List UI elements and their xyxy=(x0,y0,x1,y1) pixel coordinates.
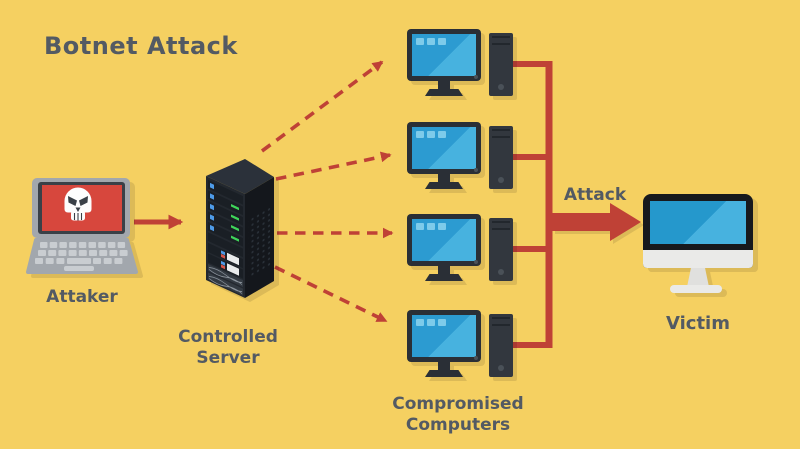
server-cable-rows xyxy=(208,263,243,296)
server-rack-icon xyxy=(206,159,274,298)
page-title: Botnet Attack xyxy=(44,32,238,60)
window-icon xyxy=(416,319,424,326)
victim-computer-icon xyxy=(643,194,753,294)
dashed-arrow-server-to-computer-4 xyxy=(274,265,388,323)
monitor-stand-neck xyxy=(438,174,450,182)
monitor-stand-base xyxy=(425,89,463,96)
monitor-stand-neck xyxy=(438,266,450,274)
monitor-stand-base xyxy=(425,274,463,281)
dashed-arrow-server-to-computer-1 xyxy=(260,60,384,153)
attacker-label: Attaker xyxy=(46,287,118,307)
server-label-line1: Controlled xyxy=(178,327,278,347)
power-led xyxy=(474,75,478,79)
dashed-arrow-server-to-computer-2 xyxy=(275,151,392,181)
attack-arrow-label: Attack xyxy=(563,185,627,205)
laptop-keyboard xyxy=(26,238,138,274)
laptop-skull-icon xyxy=(26,178,138,274)
victim-label: Victim xyxy=(666,313,730,334)
power-led xyxy=(474,356,478,360)
server-label-line2: Server xyxy=(196,347,260,368)
compromised-computer-1 xyxy=(405,29,517,99)
window-icon xyxy=(438,38,446,45)
window-icon xyxy=(438,131,446,138)
attack-arrow xyxy=(552,203,641,241)
monitor-stand-neck xyxy=(438,81,450,89)
window-icon xyxy=(427,131,435,138)
window-icon xyxy=(416,38,424,45)
compromised-label-line1: Compromised xyxy=(392,394,524,414)
power-led xyxy=(474,260,478,264)
window-icon xyxy=(427,223,435,230)
compromised-computer-4 xyxy=(405,310,517,380)
window-icon xyxy=(416,131,424,138)
imac-screen xyxy=(650,201,746,244)
monitor-screen xyxy=(412,127,476,169)
pc-tower-icon xyxy=(489,33,513,96)
monitor-icon xyxy=(407,310,481,362)
imac-stand-neck xyxy=(687,268,709,287)
pc-tower-icon xyxy=(489,218,513,281)
monitor-stand-base xyxy=(425,370,463,377)
monitor-screen xyxy=(412,315,476,357)
server-led-lights xyxy=(210,182,214,232)
server-drive-bays xyxy=(221,250,239,276)
imac-chin xyxy=(643,250,753,268)
pc-tower-icon xyxy=(489,126,513,189)
compromised-computer-2 xyxy=(405,122,517,192)
monitor-icon xyxy=(407,122,481,174)
window-icon xyxy=(438,319,446,326)
monitor-icon xyxy=(407,214,481,266)
server-side-face xyxy=(245,177,274,298)
compromised-computer-3 xyxy=(405,214,517,284)
imac-stand-base xyxy=(670,285,722,293)
compromised-label-line2: Computers xyxy=(405,414,511,435)
compromised-computers-label: Compromised Computers xyxy=(378,394,538,435)
controlled-server-label: Controlled Server xyxy=(158,327,298,368)
window-icon xyxy=(438,223,446,230)
pc-tower-icon xyxy=(489,314,513,377)
monitor-icon xyxy=(407,29,481,81)
monitor-stand-base xyxy=(425,182,463,189)
server-top-face xyxy=(206,159,274,194)
monitor-stand-neck xyxy=(438,362,450,370)
bracket-connectors xyxy=(512,61,552,348)
window-icon xyxy=(416,223,424,230)
monitor-screen xyxy=(412,34,476,76)
window-icon xyxy=(427,38,435,45)
power-led xyxy=(474,168,478,172)
skull-icon xyxy=(64,187,92,221)
window-icon xyxy=(427,319,435,326)
server-front-face xyxy=(206,176,245,298)
server-status-lights xyxy=(231,204,239,242)
monitor-screen xyxy=(412,219,476,261)
